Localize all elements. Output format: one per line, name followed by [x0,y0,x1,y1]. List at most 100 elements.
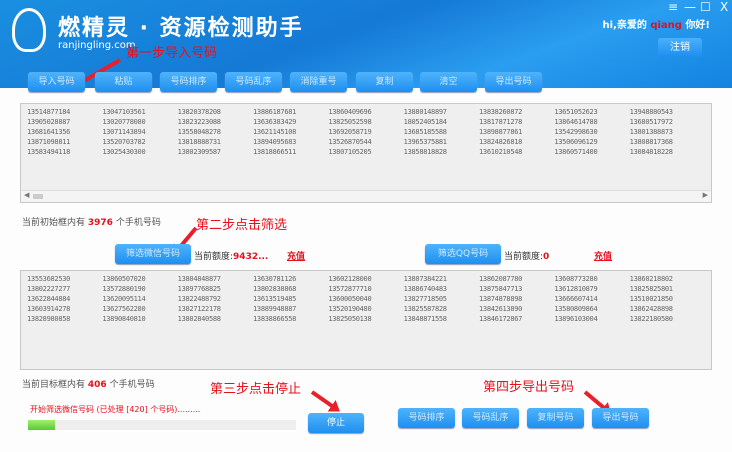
annotation-step2: 第二步点击筛选 [196,218,288,233]
phone-number: 13820378208 [177,108,221,116]
phone-number: 13890840810 [102,315,146,323]
export-numbers-button[interactable]: 导出号码 [592,408,649,428]
site-name: ranjingling.com [58,40,136,51]
source-count-label: 当前初始框内有 3976 个手机号码 [22,218,161,228]
menu-icon[interactable]: ≡ [668,0,679,14]
target-number-box[interactable]: 13553682530 13860507020 13804848877 1363078… [20,270,712,370]
phone-number: 13817871278 [479,118,523,126]
app-title: 燃精灵 · 资源检测助手 [58,16,304,41]
phone-number: 13828980858 [27,315,71,323]
phone-number: 13610210548 [479,148,523,156]
phone-number: 13842613890 [479,305,523,313]
phone-number: 13807105205 [328,148,372,156]
wechat-recharge-link[interactable]: 充值 [287,252,306,262]
source-count: 3976 [87,218,113,228]
phone-number: 13620095114 [102,295,146,303]
phone-number: 13871098811 [27,138,71,146]
toolbar-button[interactable]: 号码乱序 [225,72,282,92]
phone-number: 13898877861 [479,128,523,136]
annotation-step4: 第四步导出号码 [483,380,575,395]
sort-button[interactable]: 号码排序 [398,408,455,428]
qq-recharge-link[interactable]: 充值 [594,252,613,262]
target-number-grid: 13553682530 13860507020 13804848877 1363078… [27,275,705,323]
phone-number: 13905028887 [27,118,71,126]
phone-number: 13685185588 [403,128,447,136]
filter-qq-button[interactable]: 筛选QQ号码 [425,244,501,264]
phone-number: 13880148897 [403,108,447,116]
phone-number: 13071143894 [102,128,146,136]
phone-number: 13025430300 [102,148,146,156]
phone-number: 13823223088 [177,118,221,126]
phone-number: 13860409696 [328,108,372,116]
phone-number: 13897768825 [177,285,221,293]
shuffle-button[interactable]: 号码乱序 [462,408,519,428]
status-text: 开始筛选微信号码 (已处理 [420] 个号码)......... [30,405,201,414]
toolbar-button[interactable]: 导入号码 [28,72,85,92]
phone-number: 13801388873 [629,128,673,136]
toolbar-button[interactable]: 清空 [420,72,477,92]
phone-number: 13627562280 [102,305,146,313]
username: qiang [650,20,682,31]
copy-numbers-button[interactable]: 复制号码 [527,408,584,428]
phone-number: 13965375881 [403,138,447,146]
phone-number: 13612810879 [554,285,598,293]
phone-number: 13583494118 [27,148,71,156]
phone-number: 13520703782 [102,138,146,146]
phone-number: 13506096129 [554,138,598,146]
horizontal-scrollbar[interactable]: ◀▶ [21,190,711,202]
phone-number: 13514877184 [27,108,71,116]
phone-number: 13802309587 [177,148,221,156]
close-icon[interactable]: X [720,0,729,14]
phone-number: 13860507020 [102,275,146,283]
maximize-icon[interactable]: ☐ [700,0,711,14]
phone-number: 13825587828 [403,305,447,313]
toolbar-button[interactable]: 消除重号 [290,72,347,92]
phone-number: 13804848877 [177,275,221,283]
phone-number: 13084818228 [629,148,673,156]
target-count: 406 [87,380,107,390]
phone-number: 13636383429 [253,118,297,126]
wechat-quota: 当前额度:9432... [194,252,269,262]
phone-number: 13822488792 [177,295,221,303]
filter-wechat-button[interactable]: 筛选微信号码 [115,244,191,264]
toolbar-button[interactable]: 导出号码 [485,72,542,92]
logo-icon [12,8,46,52]
phone-number: 13572877710 [328,285,372,293]
greeting: hi,亲爱的 qiang 你好! [602,20,710,31]
phone-number: 13886187681 [253,108,297,116]
phone-number: 13808817368 [629,138,673,146]
phone-number: 13822180580 [629,315,673,323]
phone-number: 13827122178 [177,305,221,313]
phone-number: 13896103004 [554,315,598,323]
phone-number: 13666607414 [554,295,598,303]
stop-button[interactable]: 停止 [308,413,364,433]
phone-number: 13860571400 [554,148,598,156]
phone-number: 13542998630 [554,128,598,136]
minimize-icon[interactable]: — [684,0,696,14]
target-count-label: 当前目标框内有 406 个手机号码 [22,380,155,390]
scroll-right-icon: ▶ [702,191,708,199]
phone-number: 13827718505 [403,295,447,303]
phone-number: 13825052598 [328,118,372,126]
phone-number: 13621145108 [253,128,297,136]
phone-number: 13553682530 [27,275,71,283]
toolbar-button[interactable]: 复制 [356,72,413,92]
phone-number: 13862087780 [479,275,523,283]
phone-number: 13520190480 [328,305,372,313]
phone-number: 18052405184 [403,118,447,126]
phone-number: 13838260872 [479,108,523,116]
qq-quota: 当前额度:0 [504,252,550,262]
annotation-step1: 第一步导入号码 [126,46,218,61]
toolbar-button[interactable]: 号码排序 [160,72,217,92]
phone-number: 13802227277 [27,285,71,293]
phone-number: 13526870544 [328,138,372,146]
phone-number: 13600050040 [328,295,372,303]
phone-number: 13818888731 [177,138,221,146]
phone-number: 13825825801 [629,285,673,293]
phone-number: 13630781126 [253,275,297,283]
phone-number: 13886740483 [403,285,447,293]
logout-button[interactable]: 注销 [658,38,702,57]
toolbar-button[interactable]: 粘贴 [95,72,152,92]
